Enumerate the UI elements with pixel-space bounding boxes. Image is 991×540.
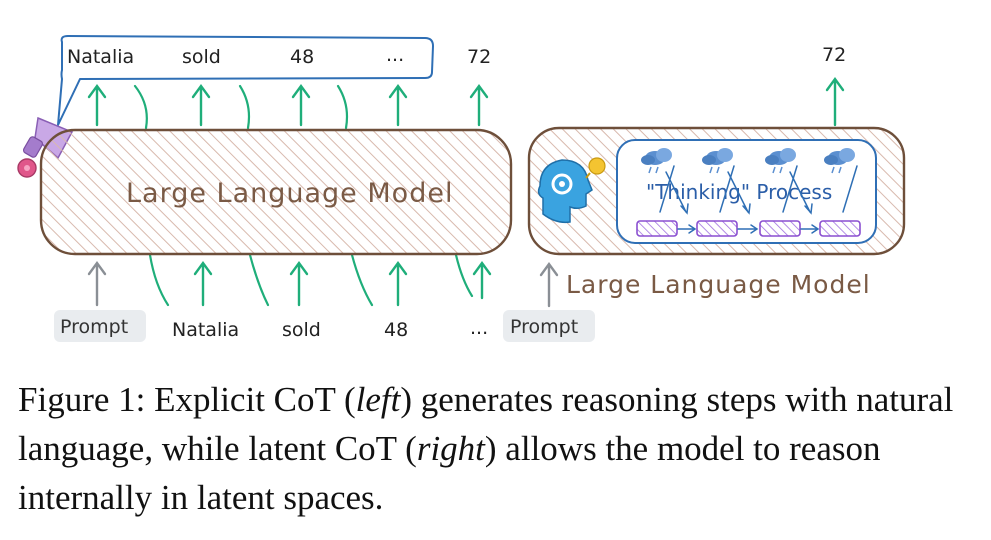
input-token-ellipsis: ... (470, 317, 488, 339)
input-arrows (87, 260, 492, 307)
output-token-natalia: Natalia (67, 46, 134, 68)
latent-llm-label: Large Language Model (566, 270, 871, 299)
input-token-48: 48 (384, 319, 408, 341)
caption-right-word: right (416, 429, 485, 468)
latent-step-clouds (641, 148, 855, 174)
output-token-sold: sold (182, 46, 221, 68)
latent-state-boxes (636, 220, 861, 237)
latent-output-arrow (825, 76, 845, 127)
output-token-48: 48 (290, 46, 314, 68)
output-token-bubble (57, 35, 434, 126)
output-token-ellipsis: ... (386, 44, 404, 66)
explicit-prompt-label: Prompt (60, 316, 128, 338)
figure-caption: Figure 1: Explicit CoT (left) generates … (18, 375, 978, 522)
latent-step-arrows (659, 165, 858, 234)
thinking-head-icon (537, 157, 606, 224)
latent-prompt-chip (503, 310, 595, 342)
caption-left-word: left (355, 380, 401, 419)
input-token-natalia: Natalia (172, 319, 239, 341)
output-arrows (87, 83, 489, 127)
cot-diagram: Natalia sold 48 ... 72 Large Language Mo… (17, 35, 906, 342)
cloud-icon (641, 148, 672, 174)
explicit-prompt-chip (54, 310, 146, 342)
thinking-process-label: "Thinking" Process (646, 180, 832, 204)
output-token-answer: 72 (467, 46, 491, 68)
autoregressive-feedback-lines (133, 84, 474, 307)
latent-prompt-label: Prompt (510, 316, 578, 338)
input-token-sold: sold (282, 319, 321, 341)
cloud-icon (765, 148, 796, 174)
explicit-llm-box (39, 128, 513, 256)
cloud-icon (824, 148, 855, 174)
caption-suffix: ) allows the model to reason internally … (18, 429, 881, 517)
explicit-llm-label: Large Language Model (126, 178, 453, 209)
caption-middle: ) generates reasoning steps with natural… (18, 380, 954, 468)
latent-output-token: 72 (822, 44, 846, 66)
cloud-icon (702, 148, 733, 174)
thinking-process-panel (616, 139, 877, 244)
latent-input-arrow (539, 261, 559, 308)
caption-prefix: Figure 1: Explicit CoT ( (18, 380, 356, 419)
